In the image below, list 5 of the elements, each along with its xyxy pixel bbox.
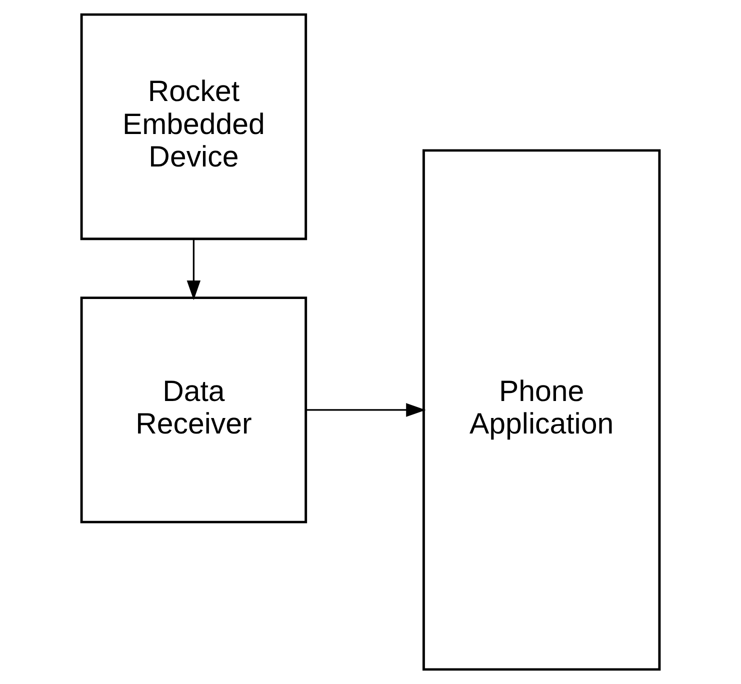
arrow xyxy=(186,238,201,300)
node-box: Phone Application xyxy=(422,149,661,671)
node-box: Data Receiver xyxy=(80,296,308,524)
arrow xyxy=(306,403,426,417)
node-box: Rocket Embedded Device xyxy=(80,13,308,240)
